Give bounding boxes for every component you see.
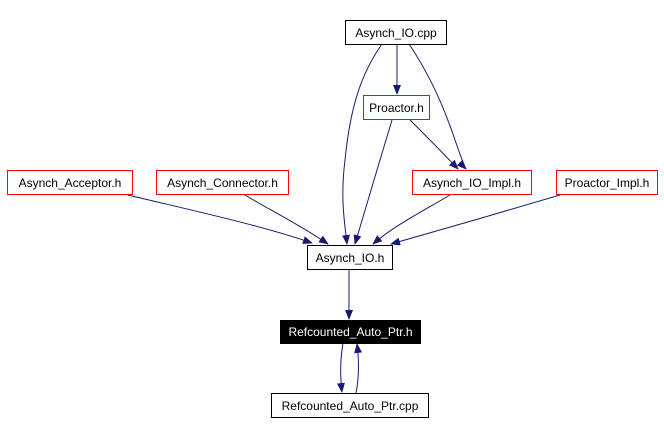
edge-asynch-connector-h-to-asynch-io-h	[244, 194, 329, 245]
edge-proactor-impl-h-to-asynch-io-h	[390, 194, 561, 246]
node-proactor-h[interactable]: Proactor.h	[363, 95, 430, 120]
node-asynch-acceptor-h[interactable]: Asynch_Acceptor.h	[7, 170, 133, 195]
node-refcounted-auto-ptr-h-current: Refcounted_Auto_Ptr.h	[280, 320, 421, 344]
node-proactor-impl-h[interactable]: Proactor_Impl.h	[556, 170, 658, 195]
edge-proactor-h-to-asynch-io-h	[353, 119, 393, 245]
node-asynch-io-cpp[interactable]: Asynch_IO.cpp	[345, 20, 447, 45]
node-asynch-connector-h[interactable]: Asynch_Connector.h	[156, 170, 289, 195]
edge-asynch-acceptor-h-to-asynch-io-h	[127, 194, 313, 244]
edge-refcounted-auto-ptr-cpp-to-h	[354, 343, 363, 394]
edge-asynch-io-cpp-to-asynch-io-h	[342, 43, 383, 245]
edge-asynch-io-impl-h-to-asynch-io-h	[372, 194, 451, 245]
node-asynch-io-impl-h[interactable]: Asynch_IO_Impl.h	[412, 170, 532, 195]
node-refcounted-auto-ptr-cpp[interactable]: Refcounted_Auto_Ptr.cpp	[271, 393, 429, 418]
edge-asynch-io-cpp-to-asynch-io-impl-h	[408, 43, 467, 170]
edge-refcounted-auto-ptr-h-to-cpp	[336, 342, 345, 393]
edge-proactor-h-to-asynch-io-impl-h	[409, 119, 459, 170]
node-asynch-io-h[interactable]: Asynch_IO.h	[307, 245, 393, 270]
